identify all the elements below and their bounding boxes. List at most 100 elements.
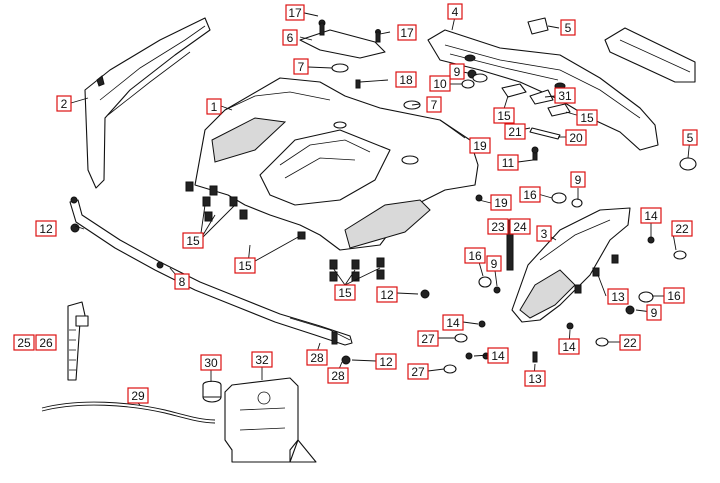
callout-label: 20: [569, 131, 583, 145]
callout-label: 13: [528, 372, 542, 386]
callout-9c: 9: [486, 255, 502, 272]
callout-11: 11: [497, 154, 519, 171]
callout-14d: 14: [487, 347, 509, 364]
callout-label: 9: [651, 306, 658, 320]
callout-7b: 7: [426, 96, 442, 113]
callout-label: 21: [508, 125, 522, 139]
right-panel-hardware: [443, 192, 687, 374]
callout-label: 7: [298, 60, 305, 74]
callout-15c: 15: [182, 232, 204, 249]
callout-31: 31: [554, 87, 576, 104]
callout-label: 15: [186, 234, 200, 248]
callout-label: 29: [131, 389, 145, 403]
callout-19b: 19: [490, 194, 512, 211]
callout-label: 16: [667, 289, 681, 303]
callout-label: 22: [623, 336, 637, 350]
part-side-panel: [84, 17, 211, 189]
callout-label: 11: [502, 156, 515, 170]
callout-label: 22: [675, 222, 689, 236]
callout-label: 9: [491, 257, 498, 271]
callout-9a: 9: [449, 63, 465, 80]
callout-label: 5: [687, 131, 694, 145]
callout-21: 21: [504, 123, 526, 140]
callout-15d: 15: [234, 257, 256, 274]
callout-label: 2: [61, 97, 68, 111]
part-end-caps: [527, 17, 697, 171]
callout-label: 6: [287, 31, 294, 45]
callout-23: 23: [487, 218, 509, 235]
callout-13a: 13: [607, 288, 629, 305]
callout-label: 27: [421, 332, 435, 346]
callout-28a: 28: [306, 349, 328, 366]
callout-15e: 15: [334, 284, 356, 301]
callout-14c: 14: [558, 338, 580, 355]
callout-label: 7: [431, 98, 438, 112]
callout-26: 26: [35, 334, 57, 351]
part-caps: [331, 63, 421, 110]
callout-label: 12: [39, 222, 53, 236]
callout-12c: 12: [375, 353, 397, 370]
callout-28b: 28: [327, 367, 349, 384]
callout-label: 28: [310, 351, 324, 365]
callout-label: 10: [433, 77, 447, 91]
part-strap: [67, 301, 89, 381]
callout-5b: 5: [682, 129, 698, 146]
callout-label: 3: [541, 227, 548, 241]
callout-label: 14: [644, 209, 658, 223]
callout-label: 26: [39, 336, 53, 350]
callout-3: 3: [536, 225, 552, 242]
callout-label: 32: [255, 353, 269, 367]
callout-22b: 22: [619, 334, 641, 351]
callout-label: 15: [497, 109, 511, 123]
callout-label: 27: [411, 365, 425, 379]
callout-9d: 9: [646, 304, 662, 321]
callout-label: 12: [379, 355, 393, 369]
callout-16a: 16: [519, 186, 541, 203]
callout-29: 29: [127, 387, 149, 404]
callout-7a: 7: [293, 58, 309, 75]
callout-12b: 12: [376, 286, 398, 303]
callout-label: 17: [288, 6, 302, 20]
callout-17b: 17: [397, 24, 417, 41]
part-grab-rail: [69, 196, 353, 346]
callout-label: 19: [494, 196, 508, 210]
callout-8: 8: [174, 273, 190, 290]
part-carrier-bar: [427, 29, 659, 151]
part-cable: [41, 401, 216, 424]
callout-label: 25: [17, 336, 31, 350]
callout-19a: 19: [469, 137, 491, 154]
callout-label: 13: [611, 290, 625, 304]
callout-4: 4: [447, 3, 463, 20]
callout-14a: 14: [640, 207, 662, 224]
part-socket: [202, 380, 222, 403]
callout-13b: 13: [524, 370, 546, 387]
callout-16b: 16: [464, 247, 486, 264]
callout-24: 24: [509, 218, 531, 235]
callout-label: 23: [491, 220, 505, 234]
part-rear-fender: [194, 77, 479, 251]
part-right-panel: [511, 207, 631, 323]
callout-20: 20: [565, 129, 587, 146]
callout-16c: 16: [663, 287, 685, 304]
part-label-plate: [604, 27, 696, 83]
callout-label: 28: [331, 369, 345, 383]
callout-label: 14: [491, 349, 505, 363]
part-cover-plate: [299, 19, 386, 59]
callout-label: 24: [513, 220, 527, 234]
fender-fasteners-left: [185, 181, 385, 282]
callout-label: 15: [238, 259, 252, 273]
callout-label: 16: [523, 188, 537, 202]
callout-label: 8: [179, 275, 186, 289]
callout-32: 32: [251, 351, 273, 368]
callout-label: 14: [446, 316, 460, 330]
callout-9b: 9: [570, 171, 586, 188]
callout-30: 30: [200, 354, 222, 371]
callout-label: 30: [204, 356, 218, 370]
callout-2: 2: [56, 95, 72, 112]
callout-label: 9: [575, 173, 582, 187]
callout-label: 9: [454, 65, 461, 79]
callout-25: 25: [13, 334, 35, 351]
callout-17a: 17: [285, 4, 305, 21]
callout-label: 1: [211, 100, 218, 114]
